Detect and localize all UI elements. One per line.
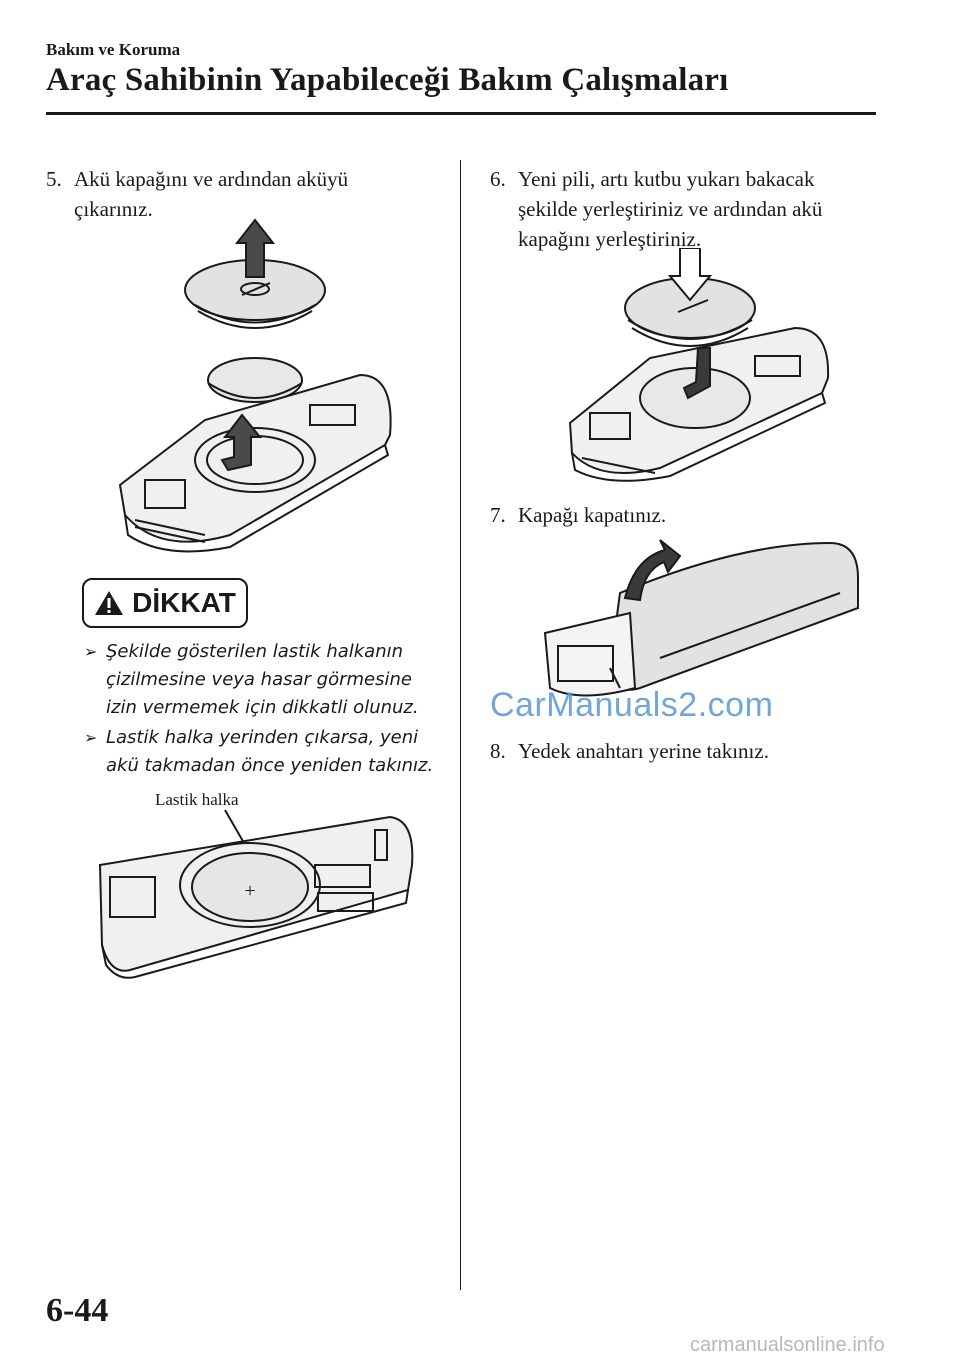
- column-divider: [460, 160, 461, 1290]
- caution-box: DİKKAT: [82, 578, 248, 628]
- step-8: 8. Yedek anahtarı yerine takınız.: [490, 736, 769, 766]
- step-text: kapağını yerleştiriniz.: [518, 227, 702, 251]
- caution-item: ➢ Lastik halka yerinden çıkarsa, yeni ak…: [84, 724, 444, 780]
- caution-item-text: Lastik halka yerinden çıkarsa, yeni akü …: [106, 727, 434, 776]
- step-text: Akü kapağını ve ardından aküyü: [74, 167, 349, 191]
- step-7: 7. Kapağı kapatınız.: [490, 500, 666, 530]
- arrow-bullet-icon: ➢: [84, 642, 98, 661]
- step-6: 6. Yeni pili, artı kutbu yukarı bakacak ş…: [490, 164, 910, 254]
- section-label: Bakım ve Koruma: [46, 40, 181, 59]
- close-cover-illustration: [543, 539, 859, 697]
- arrow-bullet-icon: ➢: [84, 728, 98, 747]
- footer-site: carmanualsonline.info: [690, 1334, 885, 1356]
- step-5: 5. Akü kapağını ve ardından aküyü çıkarın…: [46, 164, 348, 224]
- title-rule: [46, 112, 876, 115]
- caution-label: DİKKAT: [132, 587, 236, 618]
- caution-list: ➢ Şekilde gösterilen lastik halkanın çiz…: [84, 638, 444, 782]
- svg-text:+: +: [244, 880, 255, 902]
- step-number: 8.: [490, 739, 506, 763]
- warning-triangle-icon: [95, 591, 124, 615]
- step-text: Kapağı kapatınız.: [518, 503, 667, 527]
- step-text: çıkarınız.: [74, 197, 153, 221]
- rubber-ring-illustration: +: [98, 809, 414, 979]
- figure-callout: Lastik halka: [155, 790, 239, 809]
- step-text: Yedek anahtarı yerine takınız.: [518, 739, 769, 763]
- page-number: 6-44: [46, 1292, 109, 1329]
- watermark: CarManuals2.com: [490, 686, 774, 724]
- caution-item: ➢ Şekilde gösterilen lastik halkanın çiz…: [84, 638, 444, 722]
- step-text: şekilde yerleştiriniz ve ardından akü: [518, 197, 823, 221]
- step-number: 7.: [490, 503, 506, 527]
- step-number: 6.: [490, 167, 506, 191]
- step-number: 5.: [46, 167, 62, 191]
- step-text: Yeni pili, artı kutbu yukarı bakacak: [518, 167, 815, 191]
- battery-insert-illustration: [568, 248, 830, 482]
- page-title: Araç Sahibinin Yapabileceği Bakım Çalışm…: [46, 62, 729, 98]
- battery-removal-illustration: [118, 218, 392, 553]
- caution-item-text: Şekilde gösterilen lastik halkanın çizil…: [106, 641, 419, 718]
